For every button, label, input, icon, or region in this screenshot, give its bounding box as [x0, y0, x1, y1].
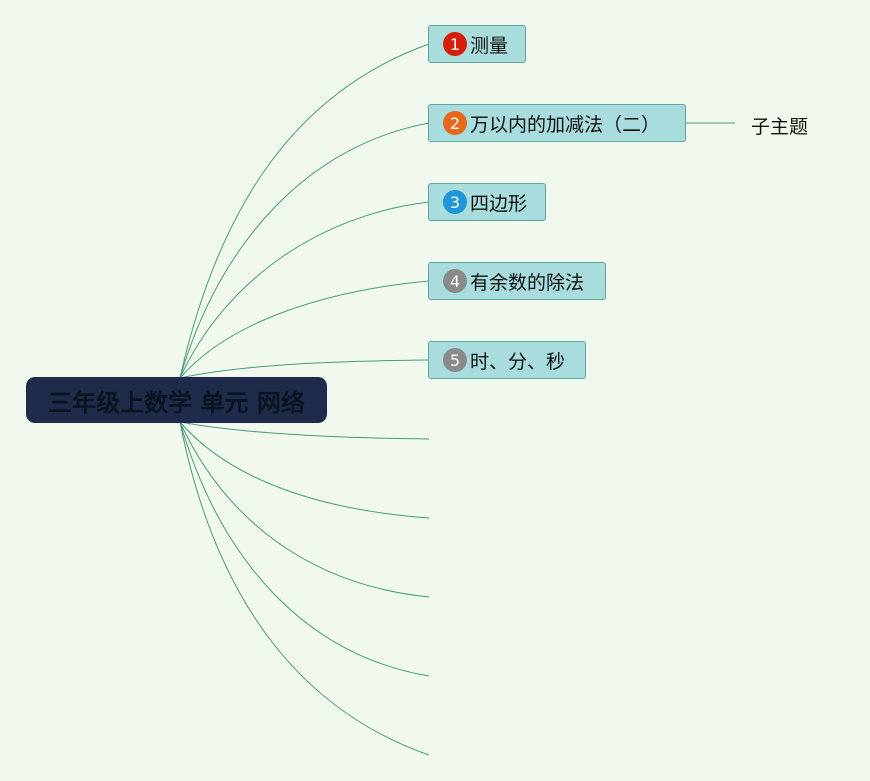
connector-line	[179, 122, 430, 379]
number-badge-icon: 3	[443, 190, 467, 214]
topic-node-1[interactable]: 1 测量	[428, 25, 526, 63]
number-badge-icon: 2	[443, 111, 467, 135]
connector-line	[179, 359, 430, 379]
topic-label: 四边形	[470, 192, 528, 215]
subtopic-node[interactable]: 子主题	[751, 112, 808, 139]
number-badge-icon: 4	[443, 269, 467, 293]
connector-line	[179, 201, 430, 379]
topic-node-2[interactable]: 2 万以内的加减法（二）	[428, 104, 686, 142]
topic-label: 万以内的加减法（二）	[470, 113, 661, 136]
connector-line	[179, 43, 430, 379]
topic-node-5[interactable]: 5 时、分、秒	[428, 341, 586, 379]
central-topic[interactable]: 三年级上数学 单元 网络	[26, 377, 327, 423]
central-topic-label: 三年级上数学 单元 网络	[48, 388, 305, 417]
topic-label: 测量	[470, 34, 509, 57]
connector-line	[179, 421, 430, 677]
topic-node-4[interactable]: 4 有余数的除法	[428, 262, 606, 300]
number-badge-icon: 5	[443, 348, 467, 372]
connector-line	[179, 421, 430, 756]
connector-line	[179, 280, 430, 379]
connector-line	[179, 421, 430, 519]
topic-label: 有余数的除法	[470, 271, 585, 294]
subtopic-label: 子主题	[751, 116, 809, 138]
topic-label: 时、分、秒	[470, 350, 566, 373]
connector-line	[179, 421, 430, 598]
number-badge-icon: 1	[443, 32, 467, 56]
connector-line	[179, 421, 430, 440]
topic-node-3[interactable]: 3 四边形	[428, 183, 546, 221]
